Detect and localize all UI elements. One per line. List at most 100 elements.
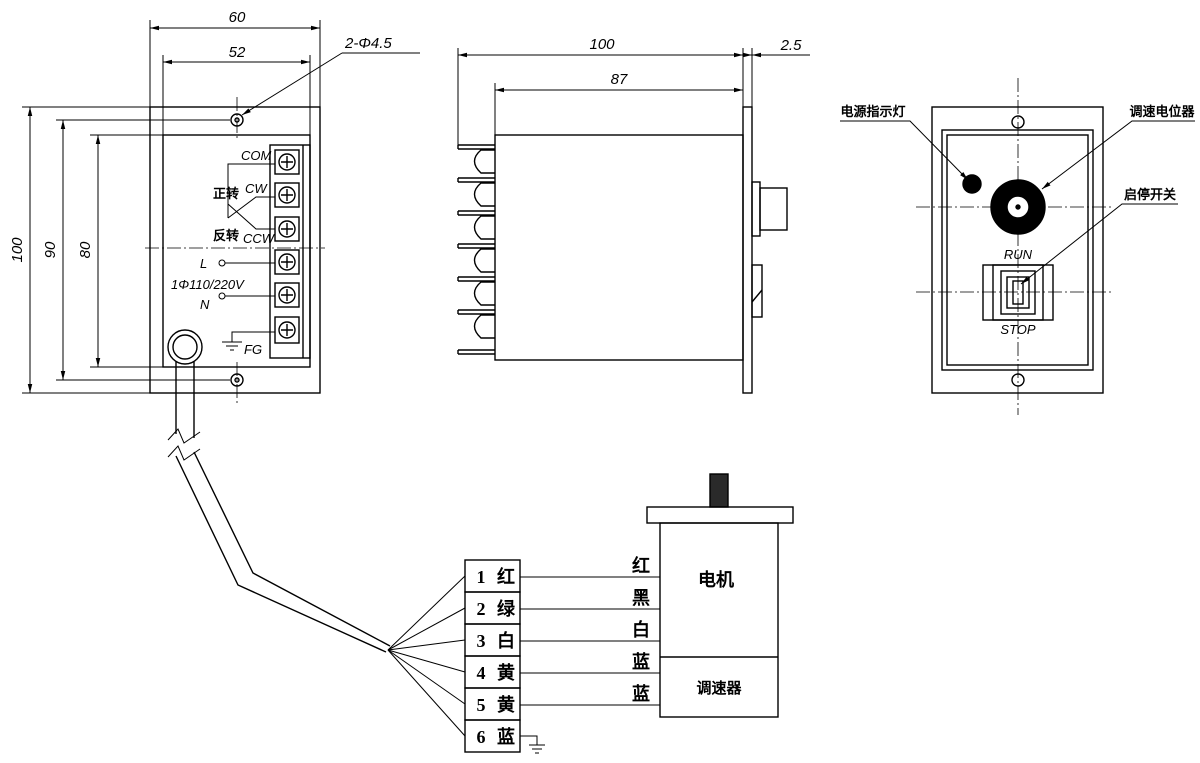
ccw-wire bbox=[227, 203, 275, 230]
terminal-screw-cross-fg bbox=[281, 324, 293, 336]
terminal-cell-n bbox=[274, 282, 300, 308]
terminal-screw-com bbox=[278, 153, 296, 171]
terminal-fin-1 bbox=[457, 144, 495, 174]
terminal-screw-cross-n bbox=[281, 289, 293, 301]
wire-color-label-3: 白 bbox=[632, 619, 650, 640]
terminal-table-no-5: 5 bbox=[477, 695, 486, 715]
cable-lower-left bbox=[175, 455, 387, 653]
knob bbox=[759, 187, 788, 231]
com-wire bbox=[227, 163, 275, 218]
terminal-label-com: COM bbox=[241, 148, 272, 163]
terminal-screw-l bbox=[278, 253, 296, 271]
motor-shaft bbox=[709, 473, 729, 508]
front-mounting-hole-bottom bbox=[1011, 373, 1025, 387]
leader-speed-pot bbox=[1041, 120, 1195, 190]
cable-gland-inner bbox=[172, 334, 198, 360]
terminal-table-color-2: 绿 bbox=[497, 598, 516, 619]
fan-wire-1 bbox=[387, 575, 466, 651]
hole-note-leader bbox=[241, 52, 343, 116]
cable-break-symbol-top bbox=[167, 428, 201, 444]
terminal-fin-3 bbox=[457, 210, 495, 240]
terminal-fin-2 bbox=[457, 177, 495, 207]
wire-color-label-4: 蓝 bbox=[632, 652, 650, 672]
wire-color-label-5: 蓝 bbox=[632, 684, 650, 704]
ground-icon bbox=[222, 341, 242, 351]
dim-text-2-5: 2.5 bbox=[780, 37, 803, 54]
terminal-fin-bottom bbox=[457, 349, 495, 355]
dim-text-side-100: 100 bbox=[589, 36, 615, 53]
switch-label-stop: STOP bbox=[1000, 322, 1035, 337]
terminal-table-color-5: 黄 bbox=[497, 694, 515, 715]
front-flange bbox=[742, 106, 753, 394]
terminal-label-ccw: CCW bbox=[243, 231, 276, 246]
fan-wire-6 bbox=[387, 649, 466, 737]
terminal-table: 1 红 2 绿 3 白 4 黄 5 黄 6 蓝 bbox=[464, 559, 521, 753]
motor-flange bbox=[646, 506, 794, 524]
dim-text-52: 52 bbox=[229, 44, 246, 61]
dim-text-87: 87 bbox=[611, 71, 628, 88]
terminal-fins bbox=[457, 144, 495, 355]
mounting-hole-top-center bbox=[234, 117, 240, 123]
dim-text-100-vertical: 100 bbox=[9, 237, 26, 263]
terminal-table-color-3: 白 bbox=[497, 630, 515, 651]
dim-text-80: 80 bbox=[77, 241, 94, 258]
terminal-fin-5 bbox=[457, 276, 495, 306]
housing-body bbox=[494, 134, 744, 361]
fan-wire-5 bbox=[387, 649, 466, 705]
terminal-table-color-6: 蓝 bbox=[497, 727, 515, 747]
side-view-dimensions bbox=[457, 48, 810, 145]
panel-wiring bbox=[218, 163, 275, 351]
terminal-fin-4 bbox=[457, 243, 495, 273]
switch-rocker-core bbox=[1012, 280, 1024, 305]
front-inner-outline-2 bbox=[946, 134, 1089, 366]
terminal-label-reverse: 反转 bbox=[213, 228, 239, 243]
motor-body bbox=[659, 522, 779, 718]
terminal-block-outline bbox=[269, 144, 311, 359]
front-inner-outline bbox=[941, 129, 1094, 371]
terminal-label-l: L bbox=[200, 256, 207, 271]
terminal-screw-cross-cw bbox=[281, 189, 293, 201]
terminal-label-n: N bbox=[200, 297, 210, 312]
terminal-block bbox=[269, 144, 311, 359]
l-wire-terminal-dot bbox=[218, 259, 226, 267]
fg-wire bbox=[231, 331, 275, 342]
mounting-hole-top bbox=[230, 113, 244, 127]
wiring-diagram: 1 红 2 绿 3 白 4 黄 5 黄 6 蓝 bbox=[387, 473, 794, 754]
front-leaders bbox=[840, 120, 1195, 285]
fan-wire-4 bbox=[387, 649, 466, 673]
label-start-stop-switch: 启停开关 bbox=[1124, 187, 1176, 202]
controller-label: 调速器 bbox=[696, 679, 742, 697]
motor-wires bbox=[520, 576, 660, 754]
leader-power-indicator bbox=[840, 120, 969, 181]
cw-wire bbox=[227, 196, 275, 219]
front-mounting-hole-top bbox=[1011, 115, 1025, 129]
cable-fan-out bbox=[387, 575, 466, 737]
terminal-label-forward: 正转 bbox=[213, 186, 239, 201]
cable-lower-right bbox=[193, 451, 391, 647]
label-power-indicator: 电源指示灯 bbox=[840, 104, 905, 119]
switch-rocker-outer bbox=[1000, 270, 1036, 315]
front-view: RUN STOP 电源指示灯 调速电位器 启停开关 bbox=[840, 78, 1195, 415]
fan-wire-2 bbox=[387, 607, 466, 651]
terminal-table-color-1: 红 bbox=[497, 566, 515, 587]
terminal-table-no-1: 1 bbox=[477, 567, 486, 587]
motor bbox=[646, 473, 794, 718]
switch-side-lever bbox=[751, 289, 763, 303]
speed-knob-center bbox=[1015, 204, 1021, 210]
panel-outer-outline bbox=[149, 106, 321, 394]
cable-break-symbol-bottom bbox=[167, 445, 201, 461]
n-wire-terminal-dot bbox=[218, 292, 226, 300]
hole-note-text: 2-Φ4.5 bbox=[344, 35, 392, 52]
fan-wire-3 bbox=[387, 639, 466, 651]
terminal-screw-fg bbox=[278, 321, 296, 339]
left-view: COM 正转 CW 反转 CCW L 1Φ110/220V N FG bbox=[9, 9, 420, 653]
ground-icon-table bbox=[529, 744, 545, 754]
switch-rocker-inner bbox=[1006, 276, 1030, 309]
wire-color-label-2: 黑 bbox=[632, 588, 650, 608]
terminal-cell-com bbox=[274, 149, 300, 175]
mounting-hole-bottom bbox=[230, 373, 244, 387]
wire-color-label-1: 红 bbox=[632, 555, 650, 576]
terminal-table-no-2: 2 bbox=[477, 599, 486, 619]
switch-label-run: RUN bbox=[1004, 247, 1033, 262]
ground-wire-6 bbox=[520, 735, 538, 745]
